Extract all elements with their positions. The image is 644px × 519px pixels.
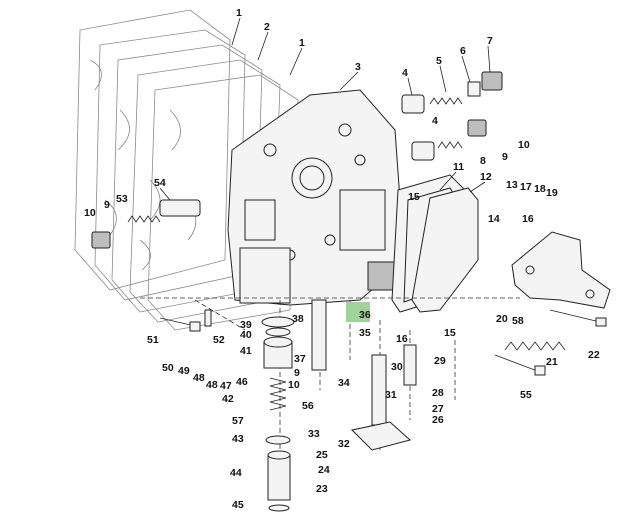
accumulator-piston: [261, 316, 295, 369]
callout-33: 33: [308, 428, 320, 440]
callout-10c: 10: [288, 379, 300, 391]
callout-10a: 10: [518, 139, 530, 151]
callout-17: 17: [520, 181, 532, 193]
plug-10-left: [91, 231, 111, 249]
callout-3: 3: [355, 61, 361, 73]
callout-48a: 48: [193, 372, 205, 384]
callout-2: 2: [264, 21, 270, 33]
callout-8: 8: [480, 155, 486, 167]
spring-53: [127, 215, 161, 223]
callout-24: 24: [318, 464, 330, 476]
callout-49: 49: [178, 365, 190, 377]
callout-42: 42: [222, 393, 234, 405]
fitting-7: [481, 71, 503, 91]
callout-30: 30: [391, 361, 403, 373]
callout-58: 58: [512, 315, 524, 327]
callout-4a: 4: [402, 67, 408, 79]
spring-21: [504, 341, 566, 351]
plug-10-top: [467, 119, 487, 137]
callout-43: 43: [232, 433, 244, 445]
spring-8: [437, 141, 463, 149]
ring-45: [268, 504, 290, 512]
callout-5: 5: [436, 55, 442, 67]
plug-4-lower: [411, 141, 435, 161]
callout-50: 50: [162, 362, 174, 374]
callout-15b: 15: [444, 327, 456, 339]
callout-28: 28: [432, 387, 444, 399]
valve-29: [403, 344, 417, 386]
callout-39: 39: [240, 319, 252, 331]
callout-21: 21: [546, 356, 558, 368]
callout-10b: 10: [84, 207, 96, 219]
pin-52: [204, 309, 212, 327]
callout-45: 45: [232, 499, 244, 511]
callout-15a: 15: [408, 191, 420, 203]
bolt-51: [159, 317, 201, 332]
callout-57: 57: [232, 415, 244, 427]
callout-22: 22: [588, 349, 600, 361]
highlight-36: [346, 302, 370, 322]
callout-1a: 1: [236, 7, 242, 19]
callout-9c: 9: [294, 367, 300, 379]
callout-6: 6: [460, 45, 466, 57]
plug-4-top: [401, 94, 425, 114]
callout-46: 46: [236, 376, 248, 388]
solenoid-32: [350, 421, 412, 451]
callout-36: 36: [359, 309, 371, 321]
callout-37: 37: [294, 353, 306, 365]
callout-16a: 16: [522, 213, 534, 225]
plug-54: [159, 199, 201, 217]
bolt-55: [494, 354, 546, 376]
callout-31: 31: [385, 389, 397, 401]
callout-51: 51: [147, 334, 159, 346]
plug-6: [467, 81, 481, 97]
callout-55: 55: [520, 389, 532, 401]
callout-25: 25: [316, 449, 328, 461]
lever-bracket: [511, 231, 611, 309]
leader-lines: [159, 17, 491, 201]
callout-38: 38: [292, 313, 304, 325]
callout-16b: 16: [396, 333, 408, 345]
valve-spool-37: [311, 299, 327, 371]
callout-53: 53: [116, 193, 128, 205]
callout-52: 52: [213, 334, 225, 346]
callout-12: 12: [480, 171, 492, 183]
callout-26: 26: [432, 414, 444, 426]
callout-41: 41: [240, 345, 252, 357]
callout-40: 40: [240, 329, 252, 341]
sleeve-44: [267, 450, 291, 501]
callout-14: 14: [488, 213, 500, 225]
callout-56: 56: [302, 400, 314, 412]
callout-19: 19: [546, 187, 558, 199]
spring-5: [429, 97, 463, 105]
callout-11: 11: [453, 161, 464, 173]
callout-20: 20: [496, 313, 508, 325]
callout-34: 34: [338, 377, 350, 389]
callout-48b: 48: [206, 379, 218, 391]
callout-4b: 4: [432, 115, 438, 127]
valve-body: [227, 89, 401, 306]
callout-29: 29: [434, 355, 446, 367]
callout-18: 18: [534, 183, 546, 195]
callout-47: 47: [220, 380, 232, 392]
callout-54: 54: [154, 177, 166, 189]
bolt-22: [549, 309, 607, 327]
callout-1b: 1: [299, 37, 305, 49]
callout-13: 13: [506, 179, 518, 191]
callout-9b: 9: [104, 199, 110, 211]
callout-35: 35: [359, 327, 371, 339]
seal-43: [265, 435, 291, 445]
cover-plate: [411, 187, 479, 313]
callout-9a: 9: [502, 151, 508, 163]
spring-42: [269, 377, 287, 411]
callout-27: 27: [432, 403, 444, 415]
callout-7: 7: [487, 35, 493, 47]
callout-44: 44: [230, 467, 242, 479]
callout-32: 32: [338, 438, 350, 450]
callout-23: 23: [316, 483, 328, 495]
